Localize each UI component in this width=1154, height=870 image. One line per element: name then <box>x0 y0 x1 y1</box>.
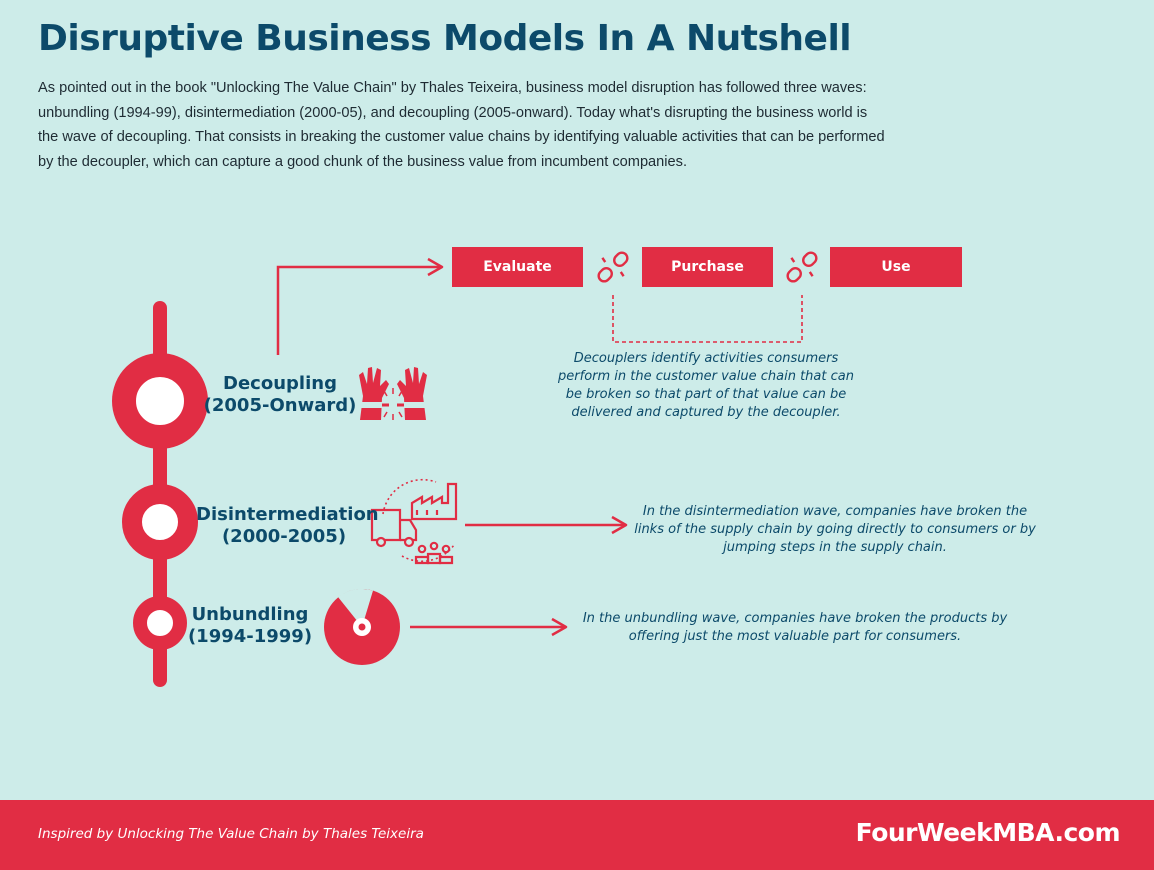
diagram: Evaluate Purchase Use Decouplers identif… <box>112 247 1036 687</box>
wave-period: (2000-2005) <box>221 526 347 547</box>
value-chain-step-use: Use <box>830 247 962 287</box>
wave-period: (1994-1999) <box>187 626 313 647</box>
decoupling-note: Decouplers identify activities consumers… <box>558 351 854 420</box>
timeline-node-disintermediation <box>122 484 198 560</box>
footer-brand-logo: FourWeekMBA.com <box>855 818 1121 847</box>
page-title: Disruptive Business Models In A Nutshell <box>38 18 852 59</box>
wave-label-disintermediation: Disintermediation (2000-2005) <box>196 504 379 548</box>
broken-link-icon <box>786 251 818 283</box>
wave-name: Decoupling <box>223 373 337 394</box>
disintermediation-note: In the disintermediation wave, companies… <box>634 504 1036 555</box>
breaking-handcuffs-icon <box>358 367 428 420</box>
timeline-node-decoupling <box>112 353 208 449</box>
unbundling-arrow-head <box>551 617 568 637</box>
wave-label-unbundling: Unbundling (1994-1999) <box>186 604 314 648</box>
decoupling-arrow-head <box>427 257 444 277</box>
broken-links-bracket <box>612 295 803 343</box>
decoupling-arrow <box>276 265 440 355</box>
wave-period: (2005-Onward) <box>203 395 357 416</box>
cd-disc-slice-icon <box>324 588 400 665</box>
broken-link-icon <box>597 251 629 283</box>
wave-label-decoupling: Decoupling (2005-Onward) <box>200 373 360 417</box>
disintermediation-arrow-head <box>611 515 628 535</box>
footer-credit: Inspired by Unlocking The Value Chain by… <box>38 826 424 842</box>
wave-name: Unbundling <box>191 604 309 625</box>
intro-paragraph: As pointed out in the book "Unlocking Th… <box>38 80 885 170</box>
factory-truck-consumers-icon <box>370 478 458 565</box>
footer: Inspired by Unlocking The Value Chain by… <box>0 800 1154 870</box>
wave-name: Disintermediation <box>196 504 379 525</box>
value-chain-step-purchase: Purchase <box>642 247 773 287</box>
unbundling-note: In the unbundling wave, companies have b… <box>582 611 1008 644</box>
value-chain-step-evaluate: Evaluate <box>452 247 583 287</box>
timeline-node-unbundling <box>133 596 187 650</box>
diagram-lines <box>112 251 818 687</box>
